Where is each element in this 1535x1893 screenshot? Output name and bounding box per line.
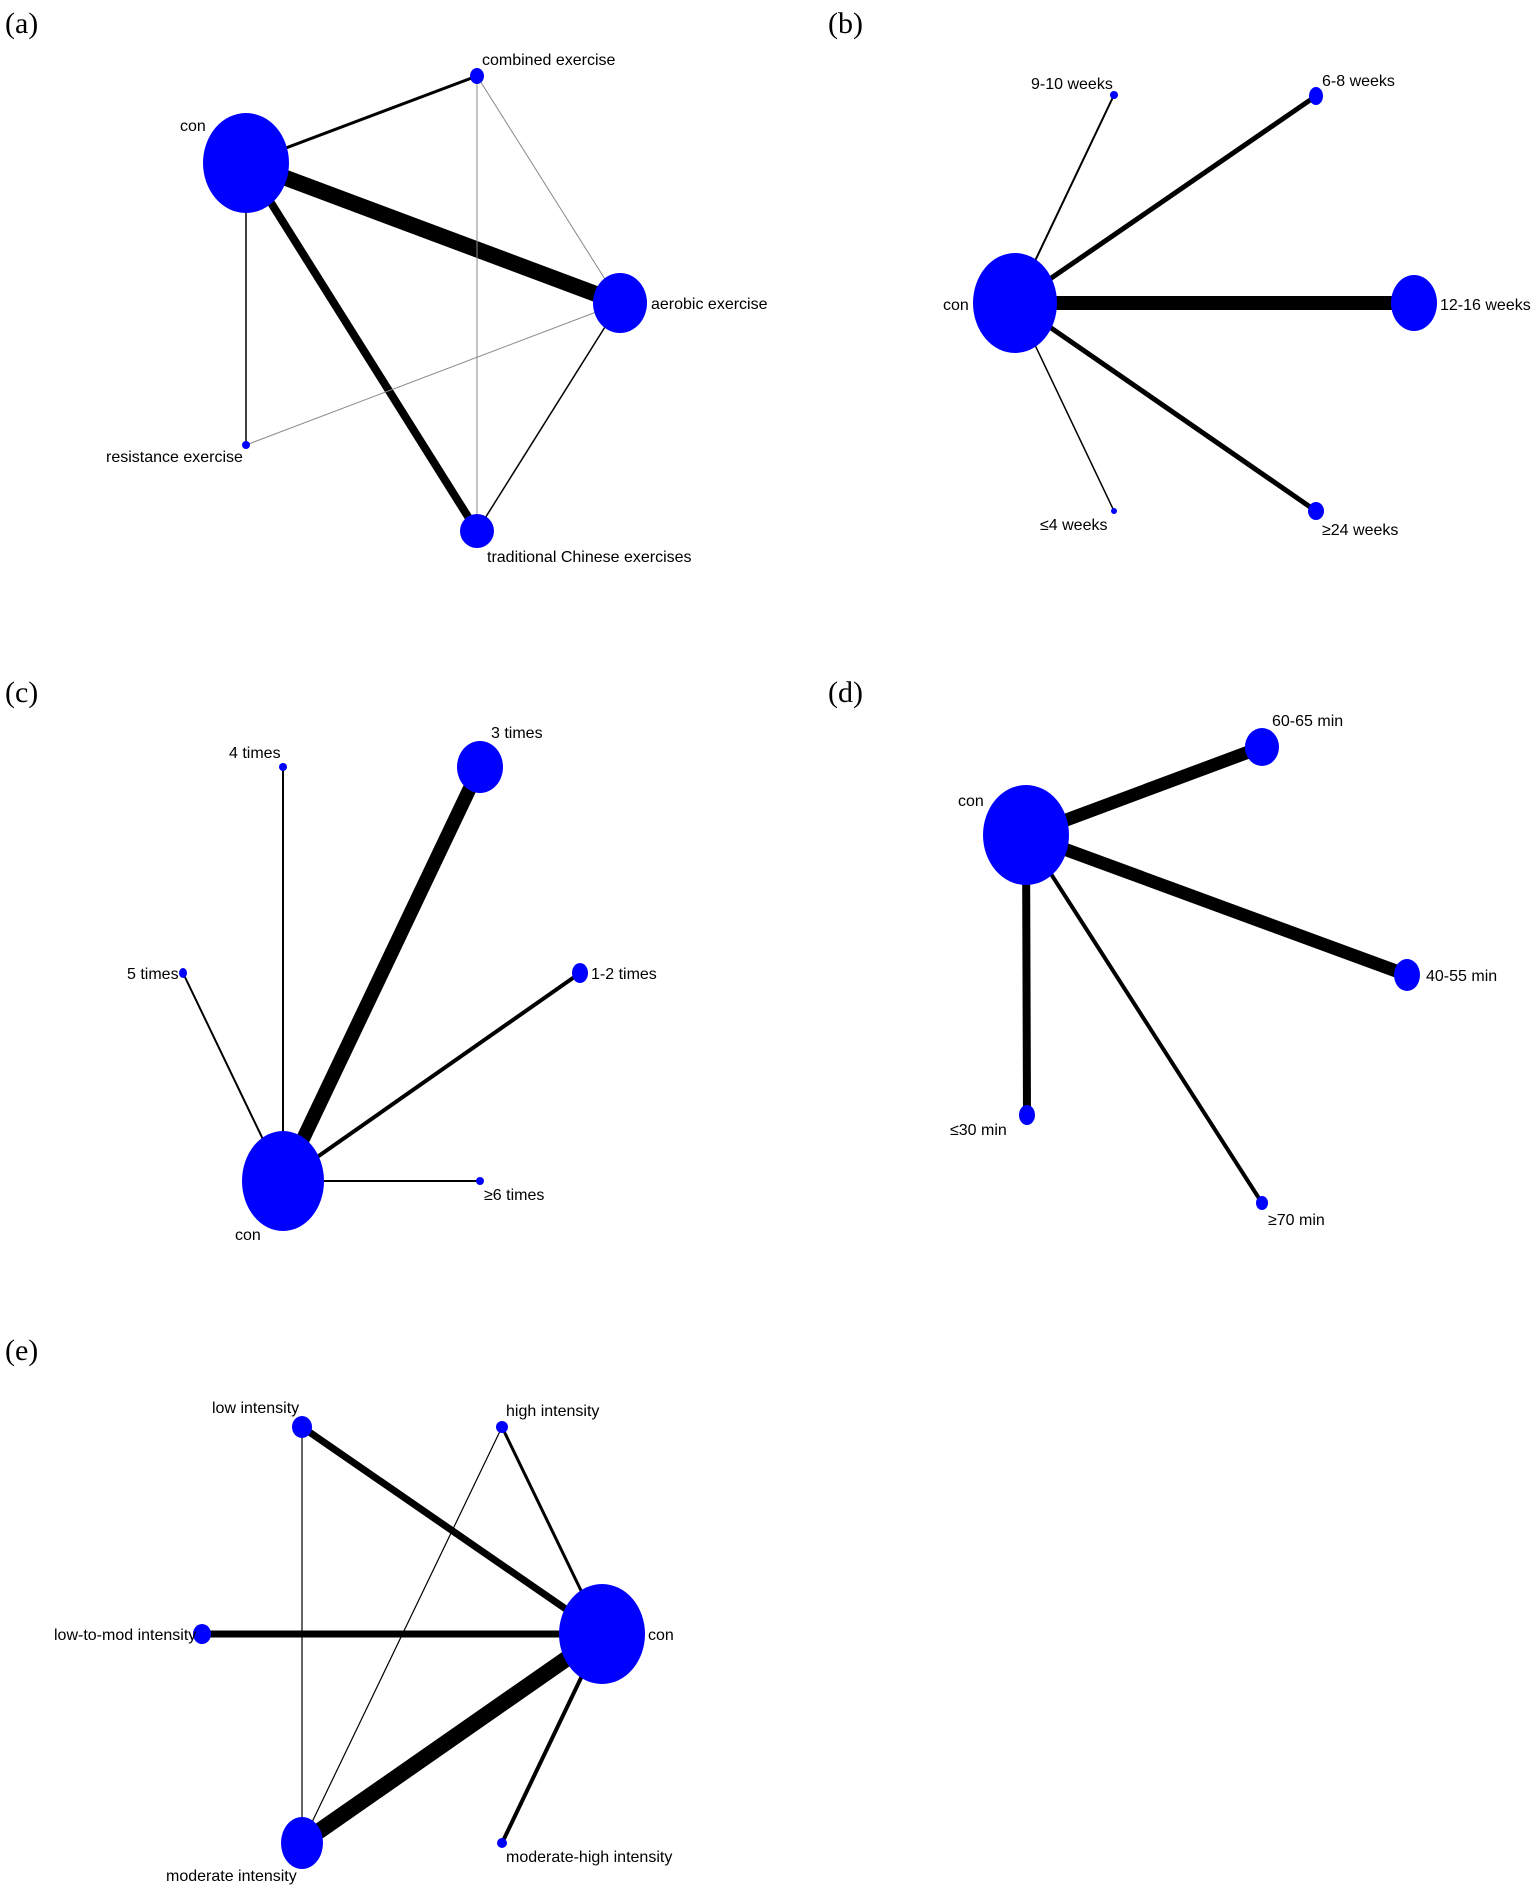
edge-con-aerobic	[243, 155, 623, 311]
network-panel-a: (a) con combined exercise aerobic exercise t…	[5, 7, 768, 566]
node-label-t3: 3 times	[491, 725, 543, 742]
node-m70	[1256, 1196, 1268, 1210]
node-label-high: high intensity	[506, 1403, 599, 1420]
edge-con-m70	[1024, 833, 1264, 1205]
node-label-w24: ≥24 weeks	[1322, 522, 1398, 539]
node-label-t12: 1-2 times	[591, 966, 657, 983]
node-con	[559, 1584, 645, 1684]
panel-label: (d)	[828, 676, 863, 709]
node-tce	[460, 514, 494, 548]
edge-con-t12	[281, 971, 582, 1183]
node-low	[292, 1416, 312, 1438]
node-m6065	[1245, 728, 1279, 766]
edge-con-tce	[242, 160, 481, 534]
node-label-con: con	[180, 118, 206, 135]
edge-combined-aerobic	[476, 75, 621, 304]
node-w1216	[1391, 275, 1437, 331]
node-aerobic	[593, 273, 647, 333]
edge-aerobic-tce	[476, 302, 621, 532]
node-w68	[1309, 87, 1323, 105]
node-label-con: con	[958, 793, 984, 810]
network-panel-e: (e) con low intensity high intensity low-to-…	[5, 1334, 674, 1885]
node-w4	[1111, 508, 1117, 514]
edge-aerobic-resistance	[245, 302, 621, 446]
edge-con-mod	[297, 1627, 607, 1850]
node-label-mh: moderate-high intensity	[506, 1849, 672, 1866]
node-label-t6: ≥6 times	[484, 1187, 544, 1204]
node-w24	[1308, 502, 1324, 520]
network-panel-c: (c) con 4 times 3 times 5 times 1-2 times ≥6 t…	[5, 676, 657, 1244]
node-mh	[497, 1838, 507, 1848]
node-con	[203, 113, 289, 213]
node-ltm	[193, 1624, 211, 1644]
node-m4055	[1394, 959, 1420, 991]
node-label-w68: 6-8 weeks	[1322, 73, 1395, 90]
edge-con-m4055	[1023, 828, 1410, 982]
node-con	[983, 785, 1069, 885]
edge-high-mod	[301, 1426, 503, 1844]
node-label-m30: ≤30 min	[950, 1122, 1007, 1139]
node-label-ltm: low-to-mod intensity	[54, 1627, 196, 1644]
node-label-w910: 9-10 weeks	[1031, 76, 1113, 93]
node-label-w4: ≤4 weeks	[1040, 517, 1107, 534]
panel-label: (b)	[828, 7, 863, 40]
node-label-low: low intensity	[212, 1400, 299, 1417]
node-label-mod: moderate intensity	[166, 1868, 297, 1885]
node-label-con: con	[943, 297, 969, 314]
node-label-combined: combined exercise	[482, 52, 616, 69]
node-t4	[279, 763, 287, 771]
node-label-m6065: 60-65 min	[1272, 713, 1343, 730]
edge-con-t3	[276, 763, 487, 1185]
node-t12	[572, 963, 588, 983]
edge-con-w24	[1013, 300, 1318, 514]
network-panel-d: (d) con 60-65 min 40-55 min ≤30 min ≥70 min	[828, 676, 1497, 1229]
node-high	[496, 1421, 508, 1433]
node-combined	[470, 68, 484, 84]
node-t3	[457, 741, 503, 793]
node-mod	[281, 1817, 323, 1869]
network-panel-b: (b) con 9-10 weeks 6-8 weeks 12-16 weeks ≥24 …	[828, 7, 1531, 539]
node-w910	[1110, 91, 1118, 99]
node-con	[242, 1131, 324, 1231]
node-label-t4: 4 times	[229, 745, 281, 762]
panel-label: (a)	[5, 7, 38, 40]
node-label-tce: traditional Chinese exercises	[487, 549, 692, 566]
panel-label: (e)	[5, 1334, 38, 1367]
node-con	[973, 253, 1057, 353]
node-label-aerobic: aerobic exercise	[651, 296, 768, 313]
node-label-resistance: resistance exercise	[106, 449, 243, 466]
node-label-w1216: 12-16 weeks	[1440, 297, 1531, 314]
node-label-t5: 5 times	[127, 966, 179, 983]
node-resistance	[242, 441, 250, 449]
node-t6	[476, 1177, 484, 1185]
node-label-con: con	[235, 1227, 261, 1244]
edge-con-w68	[1013, 93, 1318, 306]
node-label-m70: ≥70 min	[1268, 1212, 1325, 1229]
node-label-m4055: 40-55 min	[1426, 968, 1497, 985]
node-m30	[1019, 1105, 1035, 1125]
node-label-con: con	[648, 1627, 674, 1644]
node-t5	[179, 968, 187, 978]
panel-label: (c)	[5, 676, 38, 709]
